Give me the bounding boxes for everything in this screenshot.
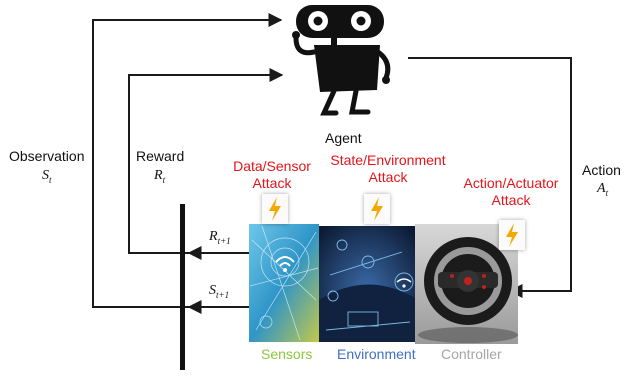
reward-label: Reward: [136, 148, 185, 164]
observation-line: [92, 13, 283, 308]
controller-image: [415, 224, 518, 344]
action-label: Action: [582, 162, 621, 178]
time-step-bar: [180, 204, 185, 370]
reward-next-symbol: Rt+1: [209, 229, 231, 246]
environment-attack-lightning-icon: [364, 194, 390, 224]
environment-image: [319, 226, 415, 342]
agent-robot-icon: [292, 5, 391, 116]
sensors-caption: Sensors: [261, 346, 313, 362]
observation-label: Observation: [9, 148, 85, 164]
actuator-attack-lightning-icon: [499, 220, 525, 250]
action-symbol: At: [597, 181, 609, 198]
state-next-symbol: St+1: [209, 283, 230, 300]
reward-symbol: Rt: [154, 168, 166, 185]
sensors-image: [249, 224, 319, 342]
controller-caption: Controller: [441, 346, 502, 362]
environment-caption: Environment: [337, 346, 416, 362]
action-line: [408, 57, 572, 298]
sensor-attack-lightning-icon: [262, 194, 288, 224]
agent-label: Agent: [325, 130, 362, 146]
observation-symbol: St: [42, 168, 52, 185]
